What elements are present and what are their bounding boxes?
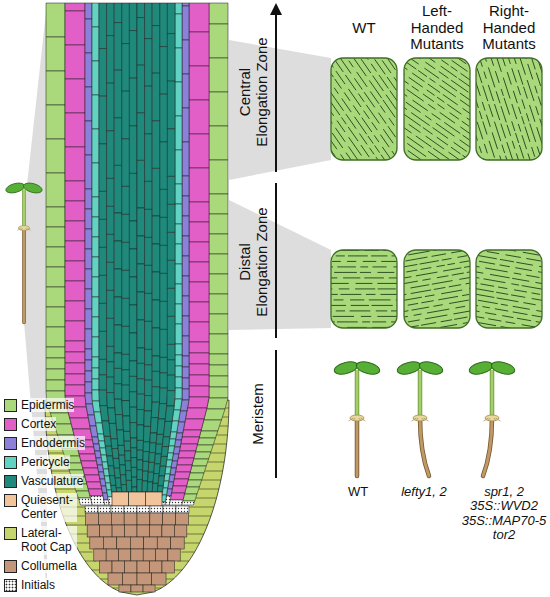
quiescent-center-cell [129, 492, 146, 506]
seedling [468, 360, 516, 476]
legend-text: Pericycle [21, 455, 70, 469]
zone-bar [275, 183, 277, 338]
legend-entry: Endodermis [4, 436, 85, 450]
legend-swatch [4, 437, 17, 450]
column-header: WT [334, 20, 394, 37]
column-header: Right-Handed Mutants [474, 3, 544, 53]
cell-wall-panel [432, 31, 550, 204]
legend-entry: Quiesent-Center [4, 493, 77, 522]
legend-text: Cortex [21, 417, 56, 431]
legend-text: Vasculature [21, 474, 83, 488]
zone-bar [275, 350, 277, 478]
legend-swatch [4, 494, 17, 507]
legend-swatch [4, 475, 17, 488]
legend-entry: Pericycle [4, 455, 70, 469]
legend-entry: Initials [4, 578, 55, 592]
seedling [396, 360, 444, 476]
legend-entry: Collumella [4, 559, 77, 573]
legend-entry: Epidermis [4, 398, 74, 412]
legend-text: Epidermis [21, 398, 74, 412]
quiescent-center-cell [145, 492, 162, 506]
legend-swatch [4, 399, 17, 412]
legend-swatch [4, 527, 17, 540]
legend-swatch [4, 418, 17, 431]
legend-entry: Cortex [4, 417, 56, 431]
legend-text: Quiesent-Center [21, 493, 77, 522]
legend-text: Lateral-Root Cap [21, 526, 77, 555]
zone-label: Meristem [250, 354, 267, 474]
seedling [5, 181, 43, 322]
legend-swatch [4, 456, 17, 469]
legend-text: Initials [21, 578, 55, 592]
legend-swatch [4, 560, 17, 573]
legend-entry: Vasculature [4, 474, 83, 488]
genotype-label: WT [333, 485, 383, 499]
seedling [333, 360, 381, 476]
zone-arrow [275, 12, 277, 172]
legend-text: Collumella [21, 559, 77, 573]
cell-wall-panel [447, 226, 550, 356]
genotype-label: lefty1, 2 [389, 485, 459, 499]
zoom-band [229, 200, 331, 330]
zone-label: Distal Elongation Zone [237, 206, 270, 318]
arrow-head [270, 3, 282, 15]
zone-markers [270, 3, 282, 478]
column-header: Left-Handed Mutants [402, 3, 472, 53]
zone-label: Central Elongation Zone [237, 36, 270, 148]
legend-entry: Lateral-Root Cap [4, 526, 77, 555]
legend-text: Endodermis [21, 436, 85, 450]
quiescent-center-cell [112, 492, 129, 506]
legend-swatch [4, 579, 17, 592]
genotype-label: spr1, 2 35S::WVD2 35S::MAP70-5 tor2 [459, 485, 549, 542]
